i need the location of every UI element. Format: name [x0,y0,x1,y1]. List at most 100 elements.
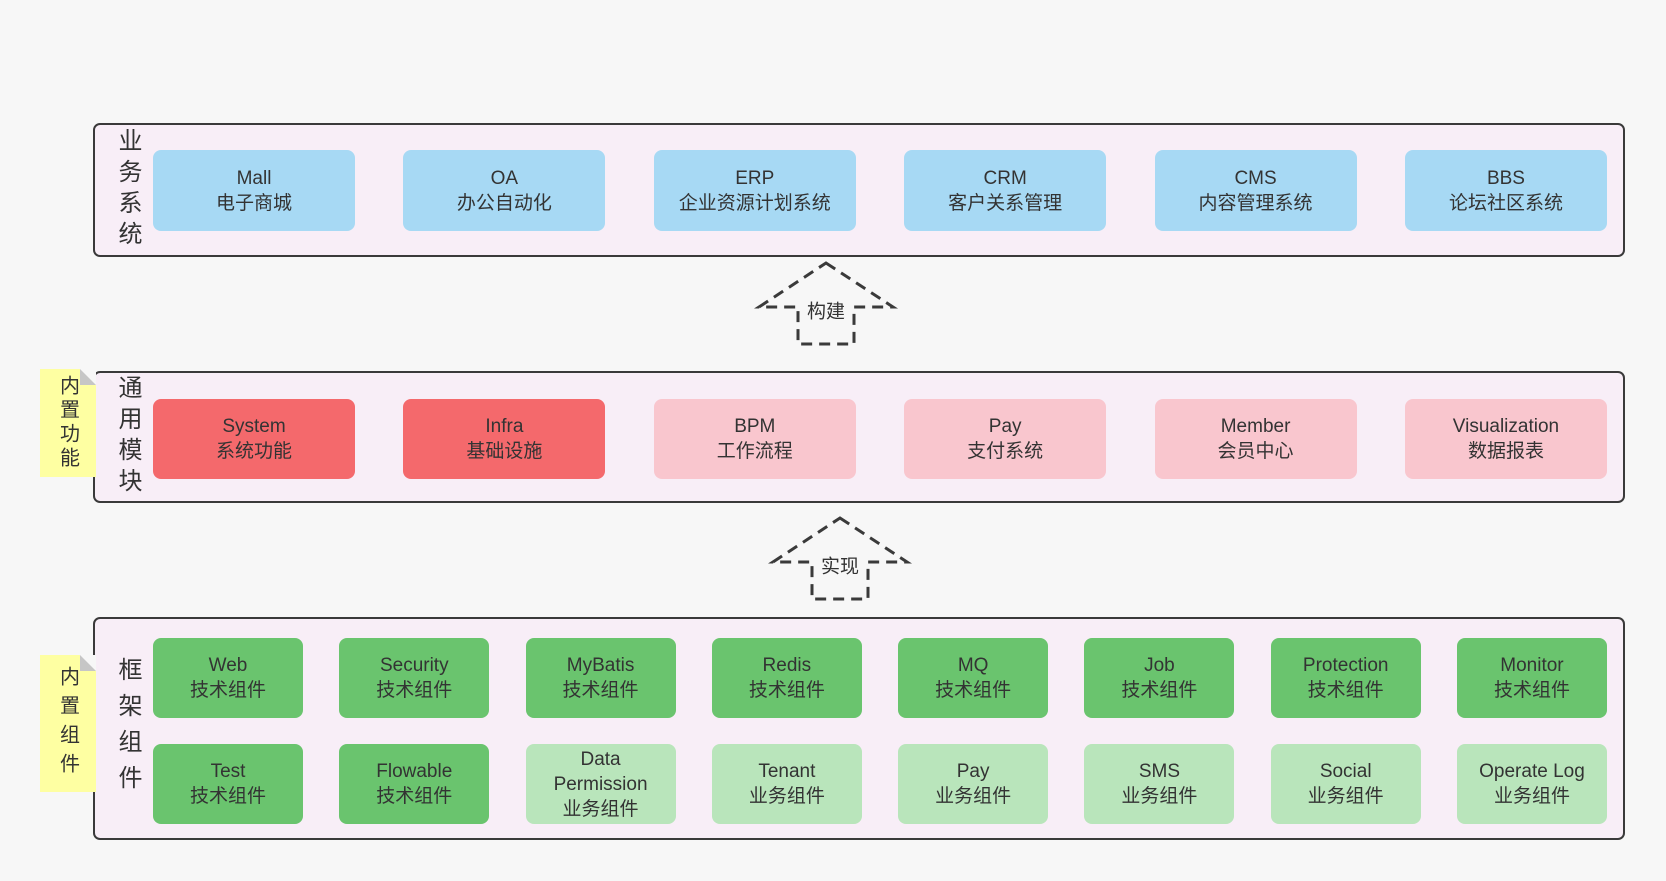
module-subtitle: 电子商城 [215,192,292,214]
module-box-member: Member 会员中心 [1154,399,1357,479]
sticky-note-builtin-features: 内置功能 [40,369,96,477]
module-box-erp: ERP 企业资源计划系统 [653,150,856,231]
module-name: CRM [983,167,1027,189]
band-label-business-systems: 业务系统 [114,128,141,252]
module-subtitle: 技术组件 [376,680,453,701]
module-name: Test [210,761,246,782]
module-name: Data Permission [553,748,648,795]
module-name: CMS [1234,167,1277,189]
module-name: BBS [1486,167,1525,189]
module-box-bpm: BPM 工作流程 [653,399,856,479]
module-box-job: Job 技术组件 [1084,638,1235,718]
module-box-mall: Mall 电子商城 [153,150,355,231]
module-box-pay: Pay 业务组件 [898,744,1049,824]
module-box-flowable: Flowable 技术组件 [339,744,490,824]
module-subtitle: 技术组件 [376,786,453,807]
module-box-system: System 系统功能 [153,399,355,479]
module-name: Member [1220,416,1291,437]
module-subtitle: 技术组件 [748,680,825,701]
module-name: Pay [988,416,1022,437]
build-arrow-label: 构建 [803,295,849,325]
module-subtitle: 技术组件 [1121,680,1198,701]
module-box-redis: Redis 技术组件 [711,638,862,718]
module-name: Web [208,655,248,676]
module-name: Job [1144,655,1175,676]
module-box-bbs: BBS 论坛社区系统 [1404,150,1607,231]
module-subtitle: 业务组件 [748,786,825,807]
module-box-tenant: Tenant 业务组件 [711,744,862,824]
module-box-social: Social 业务组件 [1270,744,1421,824]
module-name: Pay [956,761,990,782]
module-box-cms: CMS 内容管理系统 [1154,150,1357,231]
module-name: MQ [957,655,989,676]
module-subtitle: 业务组件 [562,798,639,820]
module-name: System [222,416,286,437]
dashed-up-arrow-icon [753,261,899,346]
module-box-security: Security 技术组件 [339,638,490,718]
module-subtitle: 技术组件 [935,680,1012,701]
module-name: Visualization [1452,416,1560,437]
module-subtitle: 技术组件 [1493,680,1570,701]
module-name: Monitor [1500,655,1564,676]
module-subtitle: 支付系统 [967,441,1044,462]
module-name: ERP [735,167,775,189]
module-name: Security [379,655,449,676]
module-subtitle: 内容管理系统 [1198,192,1313,214]
module-subtitle: 业务组件 [1493,786,1570,807]
module-subtitle: 业务组件 [935,786,1012,807]
module-box-protection: Protection 技术组件 [1270,638,1421,718]
business-systems-row: Mall 电子商城 OA 办公自动化 ERP 企业资源计划系统 CRM 客户关系管理 CMS 内容… [153,150,1607,231]
module-box-test: Test 技术组件 [153,744,303,824]
module-subtitle: 技术组件 [189,680,266,701]
module-box-oa: OA 办公自动化 [403,150,606,231]
module-box-visualization: Visualization 数据报表 [1404,399,1607,479]
build-arrow: 构建 [751,259,901,347]
module-subtitle: 工作流程 [716,441,793,462]
module-subtitle: 业务组件 [1121,786,1198,807]
module-subtitle: 技术组件 [1307,680,1384,701]
common-modules-row: System 系统功能 Infra 基础设施 BPM 工作流程 Pay 支付系统 Member 会… [153,399,1607,479]
module-name: MyBatis [566,655,635,676]
module-subtitle: 论坛社区系统 [1448,192,1563,214]
module-box-pay: Pay 支付系统 [904,399,1107,479]
sticky-note-text: 内置组件 [56,665,79,782]
sticky-note-builtin-components: 内置组件 [40,655,96,792]
module-subtitle: 客户关系管理 [948,192,1063,214]
module-box-mq: MQ 技术组件 [898,638,1049,718]
module-name: Protection [1302,655,1389,676]
module-name: Mall [236,167,272,189]
module-name: Tenant [758,761,816,782]
module-name: Flowable [376,761,453,782]
dashed-up-arrow-icon [767,516,913,601]
band-label-common-modules: 通用模块 [114,375,141,499]
module-name: BPM [734,416,776,437]
module-subtitle: 系统功能 [215,441,292,462]
band-label-framework-components: 框架组件 [114,656,141,801]
module-name: Social [1319,761,1372,782]
module-subtitle: 办公自动化 [456,192,552,214]
band-common-modules: 通用模块 System 系统功能 Infra 基础设施 BPM 工作流程 Pay 支付系统 Me… [93,371,1625,503]
module-name: Redis [762,655,812,676]
implement-arrow: 实现 [765,514,915,602]
module-subtitle: 企业资源计划系统 [678,192,831,214]
module-name: OA [490,167,519,189]
module-subtitle: 业务组件 [1307,786,1384,807]
band-business-systems: 业务系统 Mall 电子商城 OA 办公自动化 ERP 企业资源计划系统 CRM 客户关系管理… [93,123,1625,257]
module-subtitle: 基础设施 [466,441,543,462]
module-box-web: Web 技术组件 [153,638,303,718]
implement-arrow-label: 实现 [817,550,863,580]
module-subtitle: 数据报表 [1467,441,1544,462]
module-box-operate-log: Operate Log 业务组件 [1456,744,1607,824]
module-name: Infra [485,416,524,437]
module-box-monitor: Monitor 技术组件 [1456,638,1607,718]
module-subtitle: 会员中心 [1217,441,1294,462]
sticky-note-text: 内置功能 [56,375,79,471]
module-subtitle: 技术组件 [189,786,266,807]
module-name: Operate Log [1479,761,1585,782]
